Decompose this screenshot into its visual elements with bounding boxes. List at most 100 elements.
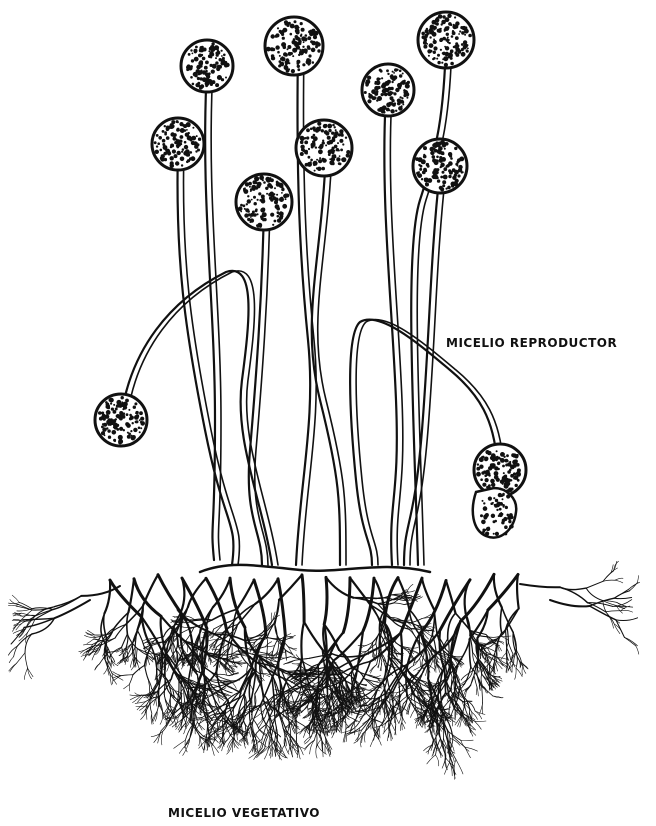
spore-dot	[311, 136, 314, 139]
spore-dot	[504, 525, 508, 529]
hypha-branch	[370, 735, 375, 747]
spore-dot	[516, 463, 520, 467]
spore-dot	[211, 70, 215, 74]
spore-dot	[517, 479, 520, 482]
spore-dot	[166, 126, 170, 130]
spore-dot	[499, 458, 501, 460]
spore-dot	[446, 164, 449, 167]
spore-dot	[317, 122, 321, 126]
spore-dot	[133, 406, 136, 409]
spore-dot	[253, 196, 256, 199]
hypha-branch	[54, 600, 90, 618]
spore-dot	[484, 458, 488, 462]
spore-dot	[432, 143, 436, 147]
spore-dot	[300, 140, 304, 144]
spore-dot	[493, 533, 495, 535]
spore-dot	[274, 200, 278, 204]
spore-dot	[455, 36, 459, 40]
spore-dot	[434, 160, 439, 165]
spore-dot	[133, 428, 137, 432]
spore-dot	[205, 61, 209, 65]
sporangium	[265, 17, 323, 75]
spore-dot	[134, 402, 137, 405]
spore-dot	[170, 164, 174, 168]
spore-dot	[263, 181, 266, 184]
hypha-branch	[154, 731, 161, 743]
spore-dot	[288, 22, 291, 25]
spore-dot	[456, 53, 460, 57]
spore-dot	[417, 173, 422, 178]
spore-dot	[115, 418, 117, 420]
spore-dot	[436, 22, 439, 25]
spore-dot	[368, 93, 370, 95]
spore-dot	[279, 60, 282, 63]
hypha-branch	[506, 630, 507, 649]
spore-dot	[192, 53, 194, 55]
spore-dot	[190, 76, 193, 79]
spore-dot	[338, 133, 341, 136]
hypha-branch	[461, 676, 465, 680]
spore-dot	[390, 96, 394, 100]
spore-dot	[240, 204, 243, 207]
hypha-branch	[516, 668, 522, 677]
label-reproductive-mycelium: MICELIO REPRODUCTOR	[446, 336, 617, 350]
spore-dot	[225, 77, 227, 79]
spore-dot	[445, 17, 450, 22]
spore-dot	[494, 471, 499, 476]
spore-dot	[208, 50, 210, 52]
spore-dot	[483, 502, 485, 504]
spore-dot	[327, 136, 331, 140]
spore-dot	[205, 70, 207, 72]
spore-dot	[331, 132, 334, 135]
spore-dot	[429, 43, 434, 48]
hypha-branch	[469, 639, 470, 667]
spore-dot	[174, 150, 176, 152]
spore-dot	[427, 178, 432, 183]
spore-dot	[496, 450, 498, 452]
hypha-branch	[475, 721, 482, 729]
spore-dot	[314, 170, 316, 172]
spore-dot	[269, 177, 271, 179]
hypha-branch	[254, 580, 266, 635]
hypha-branch	[206, 630, 207, 646]
spore-dot	[402, 103, 404, 105]
spore-dot	[328, 129, 331, 132]
spore-dot	[480, 478, 483, 481]
spore-dot	[198, 138, 201, 141]
spore-dot	[482, 500, 484, 502]
spore-dot	[389, 91, 393, 95]
hypha-branch	[10, 664, 16, 672]
spore-dot	[442, 58, 444, 60]
spore-dot	[481, 471, 485, 475]
spore-dot	[102, 423, 104, 425]
hypha-branch	[265, 642, 272, 647]
spore-dot	[119, 413, 123, 417]
spore-dot	[450, 157, 453, 160]
spore-dot	[140, 421, 142, 423]
hypha-branch	[265, 646, 274, 647]
spore-dot	[418, 171, 420, 173]
spore-dot	[425, 183, 429, 187]
spore-dot	[444, 142, 446, 144]
spore-dot	[161, 154, 165, 158]
spore-dot	[494, 466, 498, 470]
spore-dot	[285, 63, 287, 65]
hypha-branch	[365, 731, 366, 742]
hypha-branch	[586, 581, 603, 588]
spore-dot	[166, 151, 168, 153]
spore-dot	[450, 62, 454, 66]
hypha-branch	[476, 687, 477, 695]
spore-dot	[378, 86, 381, 89]
spore-dot	[311, 48, 316, 53]
spore-dot	[498, 493, 502, 497]
spore-dot	[329, 158, 331, 160]
spore-dot	[245, 182, 249, 186]
spore-dot	[444, 46, 446, 48]
spore-dot	[476, 472, 481, 477]
spore-dot	[139, 419, 141, 421]
spore-dot	[401, 97, 403, 99]
hypha-branch	[606, 611, 621, 612]
spore-dot	[437, 149, 442, 154]
spore-dot	[176, 120, 179, 123]
spore-dot	[276, 194, 278, 196]
